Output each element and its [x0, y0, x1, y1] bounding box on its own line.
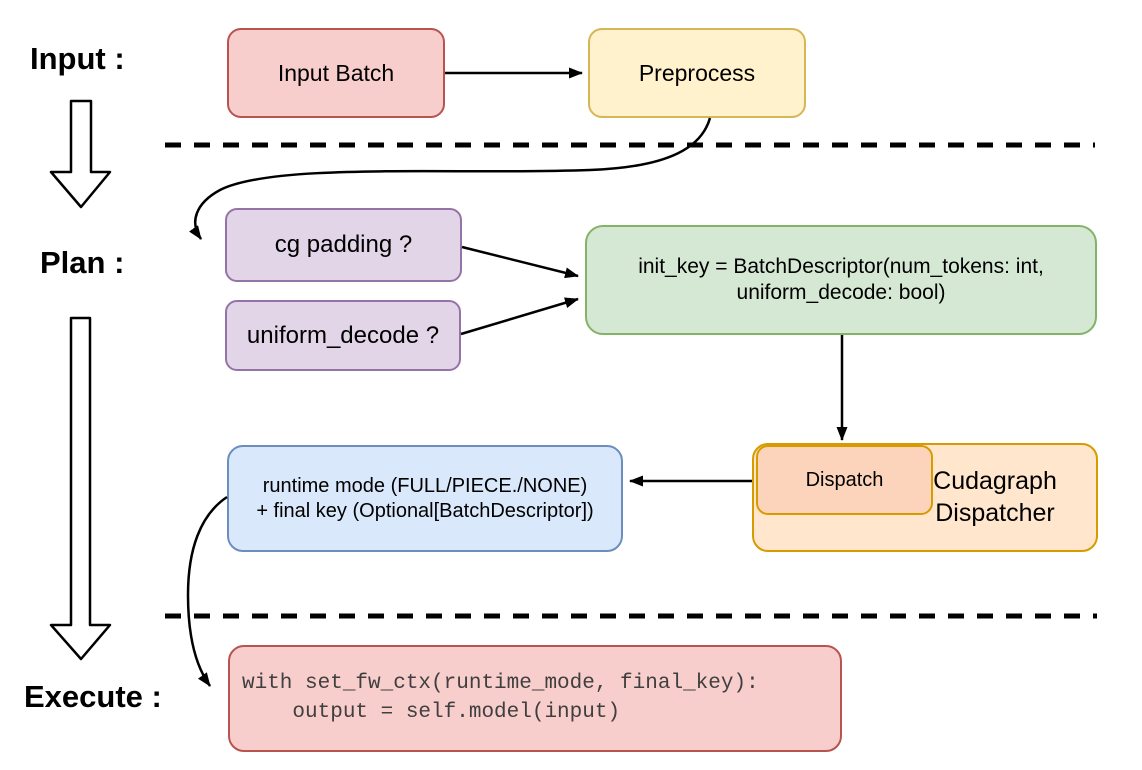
- node-init-key: init_key = BatchDescriptor(num_tokens: i…: [585, 225, 1097, 335]
- arrow-cg-padding-to-init-key: [461, 245, 579, 279]
- arrow-uniform-decode-to-init-key: [460, 297, 579, 336]
- code-line-1: with set_fw_ctx(runtime_mode, final_key)…: [242, 672, 759, 696]
- node-runtime-mode: runtime mode (FULL/PIECE./NONE) + final …: [227, 445, 623, 552]
- node-input-batch: Input Batch: [227, 28, 445, 118]
- node-preprocess-label: Preprocess: [638, 59, 756, 86]
- node-init-key-line1: init_key = BatchDescriptor(num_tokens: i…: [638, 254, 1044, 278]
- node-execute-code: with set_fw_ctx(runtime_mode, final_key)…: [228, 645, 842, 752]
- arrow-runtime-to-execute: [186, 495, 228, 687]
- node-uniform-decode: uniform_decode ?: [225, 300, 461, 371]
- stage-arrow-plan-to-execute-icon: [49, 316, 112, 661]
- node-cg-padding-label: cg padding ?: [274, 231, 413, 258]
- code-line-2: output = self.model(input): [242, 700, 621, 724]
- node-runtime-line1: runtime mode (FULL/PIECE./NONE): [262, 474, 588, 497]
- node-cudagraph-dispatcher-label: Cudagraph Dispatcher: [933, 467, 1057, 527]
- node-runtime-line2: + final key (Optional[BatchDescriptor]): [256, 499, 594, 522]
- stage-arrow-input-to-plan-icon: [49, 99, 112, 209]
- stage-label-execute: Execute :: [24, 679, 162, 714]
- node-input-batch-label: Input Batch: [277, 59, 395, 86]
- node-dispatch: Dispatch: [756, 445, 933, 515]
- node-dispatch-label: Dispatch: [805, 468, 884, 491]
- node-cg-padding: cg padding ?: [225, 208, 462, 282]
- node-uniform-decode-label: uniform_decode ?: [246, 321, 440, 349]
- node-preprocess: Preprocess: [588, 28, 806, 118]
- stage-label-plan: Plan :: [40, 245, 125, 280]
- node-init-key-line2: uniform_decode: bool): [736, 281, 946, 304]
- stage-label-input: Input :: [30, 41, 125, 76]
